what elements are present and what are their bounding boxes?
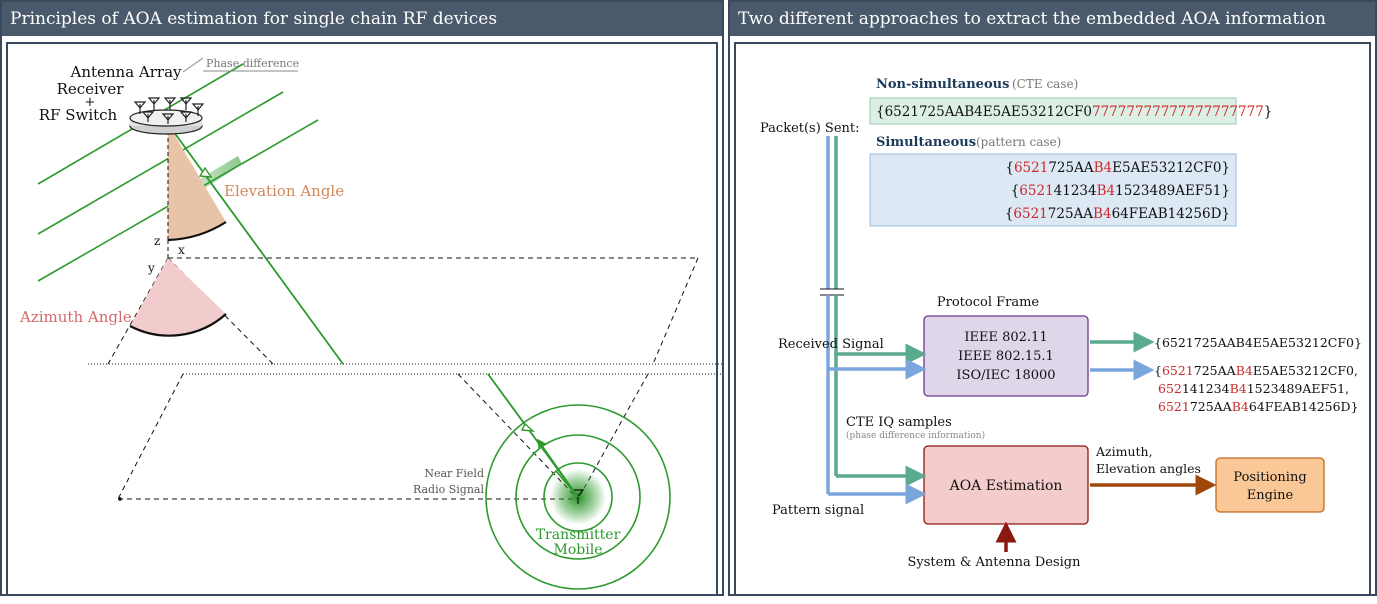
packet-segment: {	[1011, 183, 1020, 199]
packet-segment: 6521	[1158, 399, 1190, 414]
packet-segment: 64FEAB14256D}	[1112, 206, 1230, 222]
packet-segment: 6521	[1162, 363, 1194, 378]
received-signal-label: Received Signal	[778, 337, 884, 352]
packet-segment: 6521	[1013, 206, 1047, 222]
mobile-label: Mobile	[554, 542, 603, 558]
left-panel: Principles of AOA estimation for single …	[0, 0, 724, 596]
simultaneous-title: Simultaneous	[876, 135, 976, 150]
aoa-principle-diagram: Antenna Array Receiver + RF Switch Phase…	[19, 57, 722, 590]
positioning-engine-box	[1215, 457, 1325, 513]
aoa-approaches-diagram: Non-simultaneous (CTE case) {6521725AAB4…	[760, 77, 1362, 570]
packet-segment: 6521	[1019, 183, 1053, 199]
cte-input-arrow	[834, 343, 927, 365]
azimuth-angle-wedge	[130, 258, 226, 336]
non-simultaneous-box	[869, 97, 1237, 125]
left-panel-title: Principles of AOA estimation for single …	[2, 2, 722, 36]
axis-y-label: y	[147, 261, 155, 275]
near-field-rings	[485, 404, 671, 590]
signal-ray-elevation	[167, 123, 344, 365]
protocol-item: ISO/IEC 18000	[956, 368, 1055, 383]
system-design-label: System & Antenna Design	[908, 555, 1082, 570]
pattern-output-row: {6521725AAB4E5AE53212CF0,	[1154, 363, 1358, 378]
elevation-angle-label: Elevation Angle	[224, 182, 344, 200]
plus-label: +	[85, 95, 96, 110]
packet-segment: {	[1005, 206, 1014, 222]
packet-segment: 6521	[1014, 160, 1048, 176]
protocol-item: IEEE 802.11	[964, 330, 1047, 345]
elevation-output-label: Elevation angles	[1096, 461, 1201, 476]
phase-difference-label: Phase difference	[206, 57, 299, 70]
packet-segment: 725AA	[1190, 399, 1233, 414]
azimuth-output-label: Azimuth,	[1095, 444, 1153, 459]
simultaneous-box	[869, 153, 1237, 227]
packet-segment: B4	[1097, 183, 1116, 199]
antenna-array-label: Antenna Array	[69, 63, 182, 81]
signal-channel-lines	[820, 136, 844, 494]
protocol-frame-title: Protocol Frame	[937, 295, 1040, 310]
packet-segment: B4	[1093, 206, 1112, 222]
radio-signal-label: Radio Signal	[413, 483, 485, 496]
packet-segment: 1523489AEF51,	[1247, 381, 1349, 396]
positioning-label: Positioning	[1233, 470, 1306, 485]
packet-segment: 41234	[1054, 183, 1097, 199]
axis-x-label: x	[178, 243, 185, 257]
phase-difference-info-label: (phase difference information)	[846, 430, 985, 441]
near-field-label: Near Field	[424, 467, 484, 480]
packet-segment: B4	[1236, 363, 1253, 378]
non-sim-packet-head: {6521725AAB4E5AE53212CF0	[876, 104, 1092, 120]
non-simultaneous-packet: {6521725AAB4E5AE53212CF07777777777777777…	[876, 104, 1272, 120]
non-sim-packet-close: }	[1264, 104, 1273, 120]
simultaneous-packet-row: {6521725AAB464FEAB14256D}	[1005, 206, 1230, 222]
transmitter-label: Transmitter	[536, 527, 621, 543]
pattern-output-row: 652141234B41523489AEF51,	[1158, 381, 1349, 396]
packet-segment: 725AA	[1194, 363, 1237, 378]
elevation-angle-wedge	[168, 124, 226, 240]
packet-segment: 652	[1158, 381, 1182, 396]
simultaneous-packet-row: {652141234B41523489AEF51}	[1011, 183, 1230, 199]
right-panel-body: Non-simultaneous (CTE case) {6521725AAB4…	[734, 42, 1371, 594]
azimuth-angle-label: Azimuth Angle	[19, 308, 132, 326]
right-panel-title: Two different approaches to extract the …	[730, 2, 1375, 36]
packet-segment: {	[1154, 363, 1162, 378]
axis-z-label: z	[154, 234, 160, 248]
protocol-item: IEEE 802.15.1	[958, 349, 1054, 364]
packet-segment: 64FEAB14256D}	[1249, 399, 1359, 414]
engine-label: Engine	[1247, 488, 1294, 503]
cte-iq-samples-label: CTE IQ samples	[846, 415, 952, 430]
non-sim-packet-cte: 77777777777777777777	[1092, 104, 1264, 120]
non-simultaneous-title: Non-simultaneous	[876, 77, 1009, 92]
packet-segment: 725AA	[1048, 206, 1094, 222]
packet-segment: B4	[1232, 399, 1249, 414]
left-panel-body: Antenna Array Receiver + RF Switch Phase…	[6, 42, 722, 594]
receiver-label: Receiver	[57, 80, 125, 98]
pattern-signal-label: Pattern signal	[772, 503, 864, 518]
aoa-estimation-label: AOA Estimation	[949, 478, 1063, 494]
antenna-array-icon	[129, 97, 205, 135]
packet-segment: B4	[1230, 381, 1247, 396]
simultaneous-case: (pattern case)	[976, 135, 1061, 149]
packet-segment: B4	[1094, 160, 1113, 176]
cte-output-packet: {6521725AAB4E5AE53212CF0}	[1154, 335, 1362, 350]
right-panel: Two different approaches to extract the …	[728, 0, 1377, 596]
packet-segment: E5AE53212CF0,	[1253, 363, 1358, 378]
packet-segment: {	[1005, 160, 1014, 176]
simultaneous-packet-row: {6521725AAB4E5AE53212CF0}	[1005, 160, 1230, 176]
non-simultaneous-case: (CTE case)	[1012, 77, 1078, 91]
packet-segment: E5AE53212CF0}	[1112, 160, 1230, 176]
packets-sent-label: Packet(s) Sent:	[760, 121, 860, 136]
packet-segment: 141234	[1182, 381, 1230, 396]
packet-segment: 1523489AEF51}	[1115, 183, 1230, 199]
rf-switch-label: RF Switch	[39, 106, 118, 124]
packet-segment: 725AA	[1048, 160, 1094, 176]
pattern-output-row: 6521725AAB464FEAB14256D}	[1158, 399, 1359, 414]
